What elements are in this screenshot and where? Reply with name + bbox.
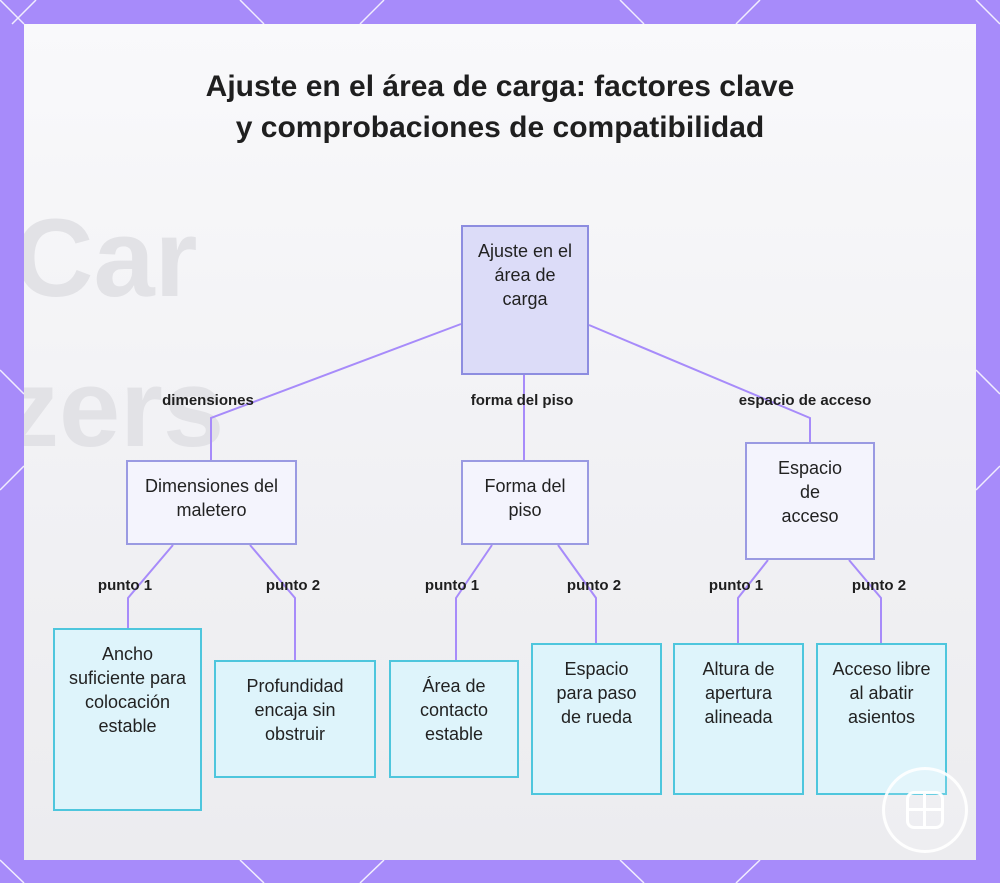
mid-node-label: Dimensiones del maletero bbox=[144, 476, 279, 520]
root-node: Ajuste en el área de carga bbox=[461, 225, 589, 375]
edge-label-punto-2: punto 2 bbox=[265, 577, 321, 594]
leaf-node-label: Espacio para paso de rueda bbox=[556, 659, 637, 727]
mid-node-dimensiones: Dimensiones del maletero bbox=[126, 460, 297, 545]
mid-node-label: Espacio de acceso bbox=[777, 458, 843, 526]
leaf-node-label: Ancho suficiente para colocación estable bbox=[68, 644, 187, 736]
edge-label-punto-1: punto 1 bbox=[424, 577, 480, 594]
leaf-node-profundidad: Profundidad encaja sin obstruir bbox=[214, 660, 376, 778]
mid-node-espacio-de-acceso: Espacio de acceso bbox=[745, 442, 875, 560]
connector-leaf-2 bbox=[249, 544, 296, 660]
edge-label-dimensiones: dimensiones bbox=[162, 392, 254, 409]
connector-dimensiones bbox=[210, 323, 462, 460]
connector-leaf-1 bbox=[127, 544, 174, 628]
leaf-node-label: Altura de apertura alineada bbox=[702, 659, 775, 727]
connector-espacio-de-acceso bbox=[588, 324, 811, 442]
edge-label-forma-del-piso: forma del piso bbox=[470, 392, 574, 409]
mid-node-label: Forma del piso bbox=[484, 476, 566, 520]
diagram-title: Ajuste en el área de carga: factores cla… bbox=[205, 70, 795, 144]
root-node-label: Ajuste en el área de carga bbox=[477, 241, 573, 309]
background-watermark-1: Car bbox=[24, 197, 198, 320]
edge-label-punto-1: punto 1 bbox=[708, 577, 764, 594]
brand-logo-icon bbox=[882, 767, 968, 853]
connector-leaf-5 bbox=[737, 559, 769, 643]
edge-label-punto-1: punto 1 bbox=[97, 577, 153, 594]
leaf-node-label: Área de contacto estable bbox=[419, 676, 489, 744]
leaf-node-label: Profundidad encaja sin obstruir bbox=[246, 676, 344, 744]
leaf-node-label: Acceso libre al abatir asientos bbox=[832, 659, 931, 727]
connector-leaf-3 bbox=[455, 544, 493, 660]
background-watermark-2: zers bbox=[24, 347, 225, 470]
leaf-node-paso-rueda: Espacio para paso de rueda bbox=[531, 643, 662, 795]
connector-leaf-4 bbox=[557, 544, 597, 643]
edge-label-espacio-de-acceso: espacio de acceso bbox=[738, 392, 872, 409]
edge-label-punto-2: punto 2 bbox=[851, 577, 907, 594]
mid-node-forma-del-piso: Forma del piso bbox=[461, 460, 589, 545]
edge-label-punto-2: punto 2 bbox=[566, 577, 622, 594]
leaf-node-ancho-suficiente: Ancho suficiente para colocación estable bbox=[53, 628, 202, 811]
leaf-node-area-contacto: Área de contacto estable bbox=[389, 660, 519, 778]
leaf-node-altura-apertura: Altura de apertura alineada bbox=[673, 643, 804, 795]
connector-leaf-6 bbox=[848, 559, 882, 643]
